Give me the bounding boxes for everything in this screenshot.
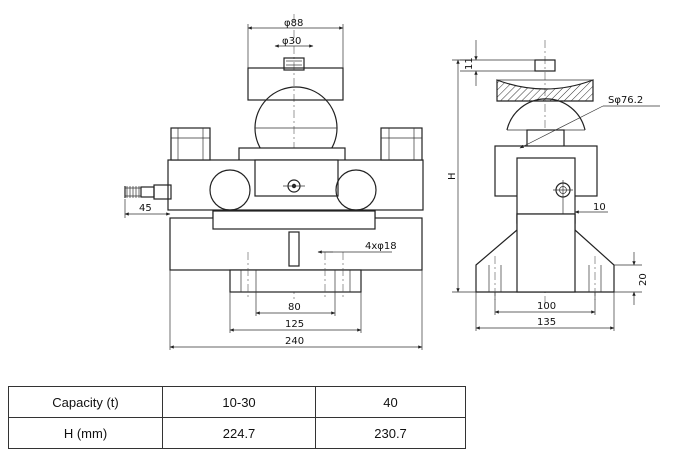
row-label: Capacity (t) xyxy=(8,386,163,418)
cell-value: 224.7 xyxy=(161,417,317,449)
table-row: Capacity (t) 10-30 40 xyxy=(8,386,466,418)
top-cap xyxy=(247,67,344,101)
dim-hole-spec: 4xφ18 xyxy=(365,241,397,252)
cell-value: 230.7 xyxy=(315,417,466,449)
dim-45: 45 xyxy=(139,203,152,214)
spec-table: Capacity (t) 10-30 40 H (mm) 224.7 230.7 xyxy=(8,386,466,449)
dim-20: 20 xyxy=(638,273,649,286)
front-view: φ88 φ30 45 4xφ18 80 125 240 xyxy=(124,14,424,350)
dim-125: 125 xyxy=(285,319,304,330)
load-cell-drawing: φ88 φ30 45 4xφ18 80 125 240 xyxy=(124,14,660,350)
dim-10: 10 xyxy=(593,202,606,213)
table-row: H (mm) 224.7 230.7 xyxy=(8,417,466,449)
cable-connector xyxy=(124,184,172,200)
dim-135: 135 xyxy=(537,317,556,328)
dim-11: 11 xyxy=(464,57,475,70)
base-feet xyxy=(229,269,362,293)
cell-value: 40 xyxy=(315,386,466,418)
dim-top-bore: φ30 xyxy=(282,36,301,47)
cell-value: 10-30 xyxy=(161,386,317,418)
dim-top-dia: φ88 xyxy=(284,18,303,29)
side-view: 11 H Sφ76.2 10 20 100 135 xyxy=(447,40,660,331)
row-label: H (mm) xyxy=(8,417,163,449)
dim-240: 240 xyxy=(285,336,304,347)
dim-80: 80 xyxy=(288,302,301,313)
dim-100: 100 xyxy=(537,301,556,312)
side-top-cap xyxy=(496,79,594,102)
dim-sphere-radius: Sφ76.2 xyxy=(608,95,643,106)
dim-height: H xyxy=(447,172,458,180)
